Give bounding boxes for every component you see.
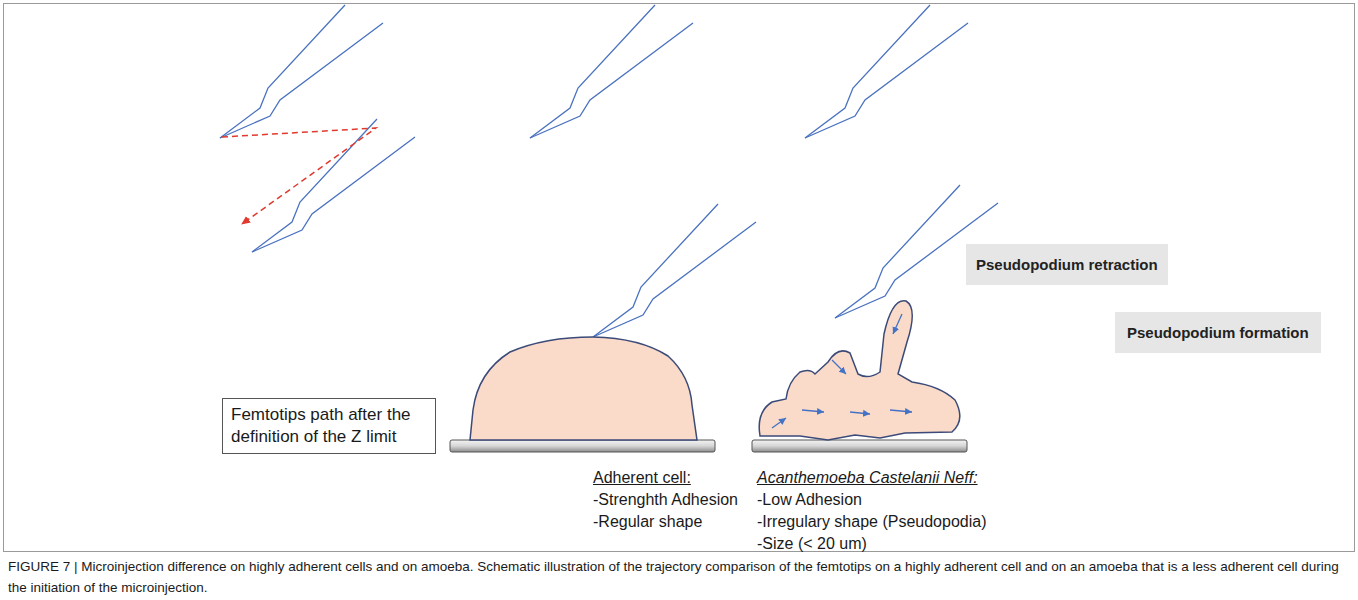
cytoplasm-flow-arrow (772, 314, 912, 428)
box-text: Femtotips path after the definition of t… (231, 404, 427, 448)
cell-label: -Irregulary shape (Pseudopodia) (757, 512, 986, 532)
callout-box: Pseudopodium retraction (966, 244, 1168, 285)
cell-label: Adherent cell: (593, 468, 691, 488)
glass-slide (450, 440, 715, 452)
cell-label: -Size (< 20 um) (757, 534, 867, 554)
callout-box: Pseudopodium formation (1115, 312, 1321, 353)
figure-frame (4, 4, 1355, 552)
amoeba (759, 301, 960, 440)
cell-label: Acanthemoeba Castelanii Neff: (757, 468, 978, 488)
glass-slide (752, 440, 967, 452)
box-text: Pseudopodium formation (1127, 324, 1309, 341)
adherent-cell (470, 337, 697, 440)
note-box: Femtotips path after the definition of t… (222, 398, 436, 454)
figure-caption: FIGURE 7 | Microinjection difference on … (8, 556, 1348, 598)
cell-label: -Regular shape (593, 512, 702, 532)
box-text: Pseudopodium retraction (976, 256, 1158, 273)
femtotip-path (222, 128, 376, 224)
cell-label: -Low Adhesion (757, 490, 862, 510)
cell-label: -Strenghth Adhesion (593, 490, 738, 510)
femtotip (220, 5, 998, 337)
